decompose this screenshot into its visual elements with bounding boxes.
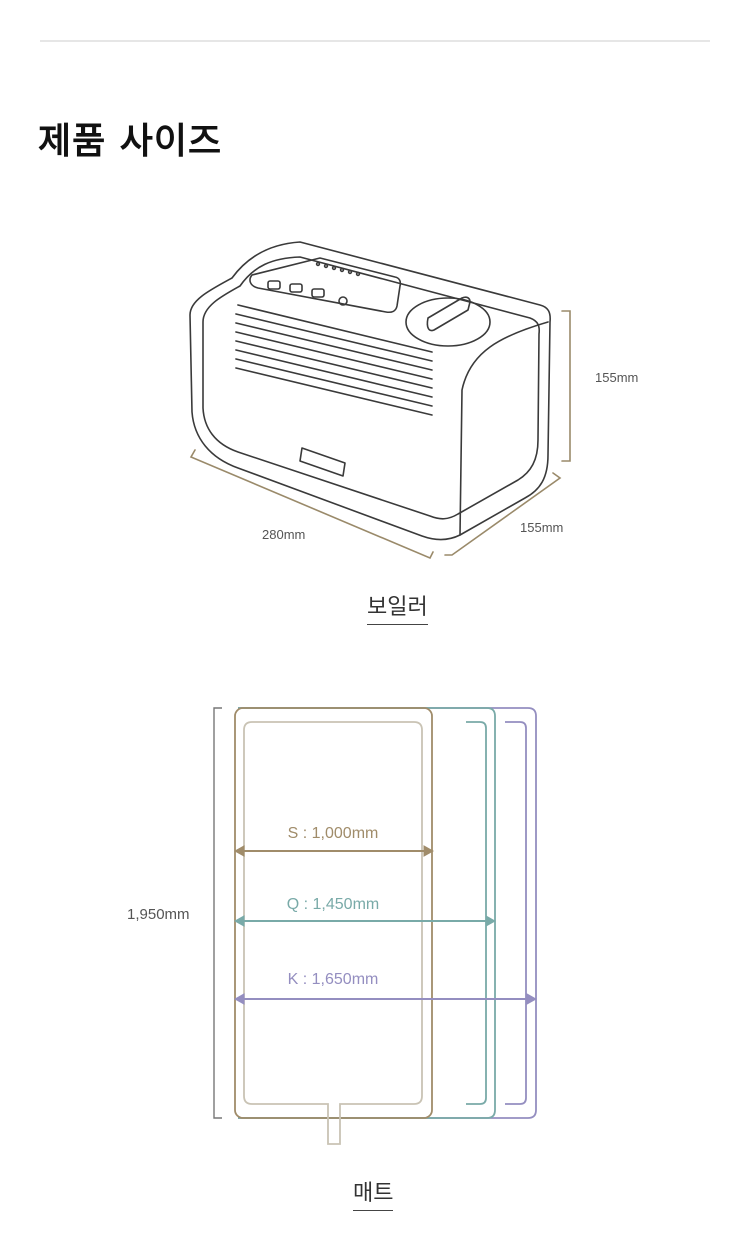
boiler-control-panel: [249, 257, 402, 314]
boiler-knob-grip: [426, 296, 471, 332]
mat-q-label: Q : 1,450mm: [287, 896, 379, 913]
mat-s-label: S : 1,000mm: [288, 825, 379, 842]
control-button-2: [289, 283, 303, 293]
boiler-vent-lines: [235, 304, 433, 416]
mat-caption: 매트: [353, 1181, 394, 1211]
mat-s-arrow: [233, 845, 435, 857]
control-button-3: [311, 288, 325, 298]
boiler-caption: 보일러: [367, 595, 428, 625]
boiler-front-panel: [202, 256, 541, 520]
control-button-1: [267, 280, 281, 290]
section-title: 제품 사이즈: [38, 121, 223, 162]
boiler-side-curve: [459, 321, 549, 536]
mat-s-outline: [234, 707, 433, 1145]
boiler-front-slot: [299, 447, 346, 477]
mat-k-arrow: [233, 993, 538, 1005]
mat-k-outline: [238, 707, 537, 1119]
boiler-body-outline: [189, 241, 551, 541]
boiler-depth-label: 155mm: [520, 520, 563, 535]
mat-k-label: K : 1,650mm: [288, 971, 379, 988]
width-dimension-line: [189, 449, 434, 560]
top-divider: [40, 40, 710, 42]
mat-length-bracket: [213, 707, 222, 1119]
height-dimension-line: [561, 310, 571, 462]
boiler-width-label: 280mm: [262, 527, 305, 542]
boiler-knob-base: [405, 297, 491, 347]
mat-q-outline: [238, 707, 496, 1119]
depth-dimension-line: [444, 472, 562, 556]
mat-q-arrow: [233, 915, 497, 927]
mat-length-label: 1,950mm: [127, 906, 190, 923]
power-icon: [338, 296, 348, 306]
boiler-height-label: 155mm: [595, 370, 638, 385]
